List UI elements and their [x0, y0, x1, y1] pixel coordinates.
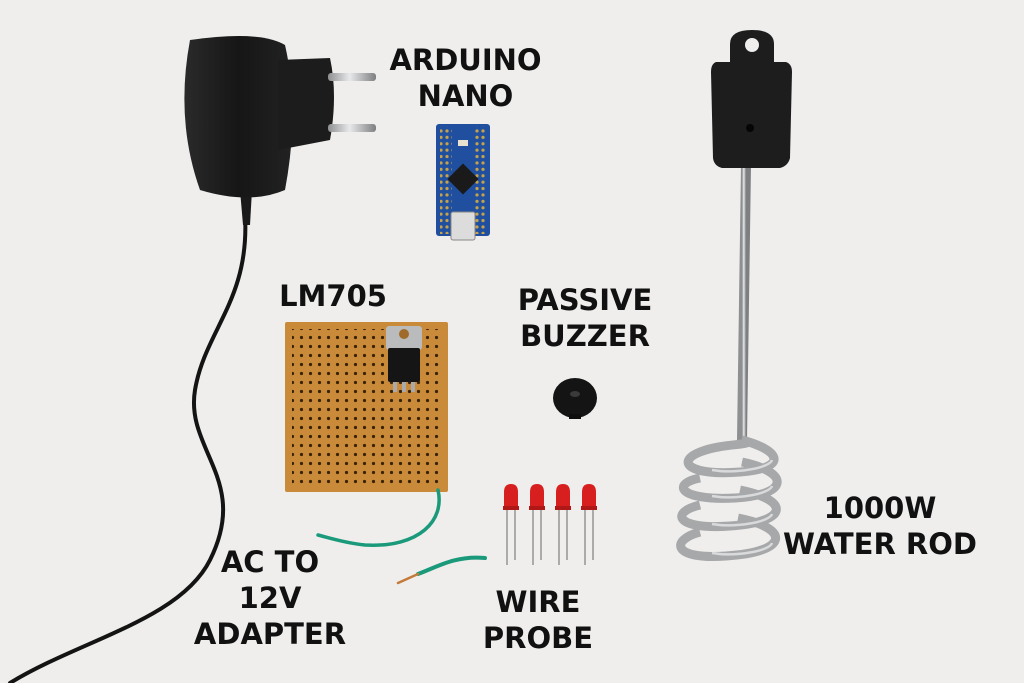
adapter-body	[184, 36, 293, 198]
led	[555, 484, 571, 565]
adapter-pin-bottom	[328, 124, 376, 132]
label-adapter: AC TO 12V ADAPTER	[193, 545, 347, 651]
water-rod	[676, 30, 792, 562]
arduino-usb-port	[450, 211, 476, 241]
adapter-plug-housing	[278, 58, 334, 150]
adapter-pin-top	[328, 73, 376, 81]
perfboard-wire	[316, 488, 441, 547]
label-arduino-nano: ARDUINO NANO	[389, 43, 542, 113]
passive-buzzer	[553, 378, 597, 419]
label-water-rod: 1000W WATER ROD	[783, 491, 977, 561]
led	[503, 484, 519, 565]
adapter-cable-strain-relief	[240, 190, 252, 225]
led	[581, 484, 597, 565]
arduino-nano-board	[436, 124, 490, 241]
ac-adapter	[8, 36, 376, 683]
red-leds	[503, 484, 597, 565]
label-wire-probe: WIRE PROBE	[482, 585, 594, 655]
lm705-regulator	[386, 326, 422, 392]
water-rod-handle	[711, 62, 792, 168]
arduino-chip	[447, 163, 479, 195]
water-rod-shaft	[737, 160, 751, 445]
led	[529, 484, 545, 565]
wire-probe	[396, 555, 487, 585]
label-passive-buzzer: PASSIVE BUZZER	[517, 283, 653, 353]
label-lm705: LM705	[279, 279, 387, 313]
lm705-perfboard	[285, 322, 448, 547]
adapter-cable	[8, 213, 248, 683]
